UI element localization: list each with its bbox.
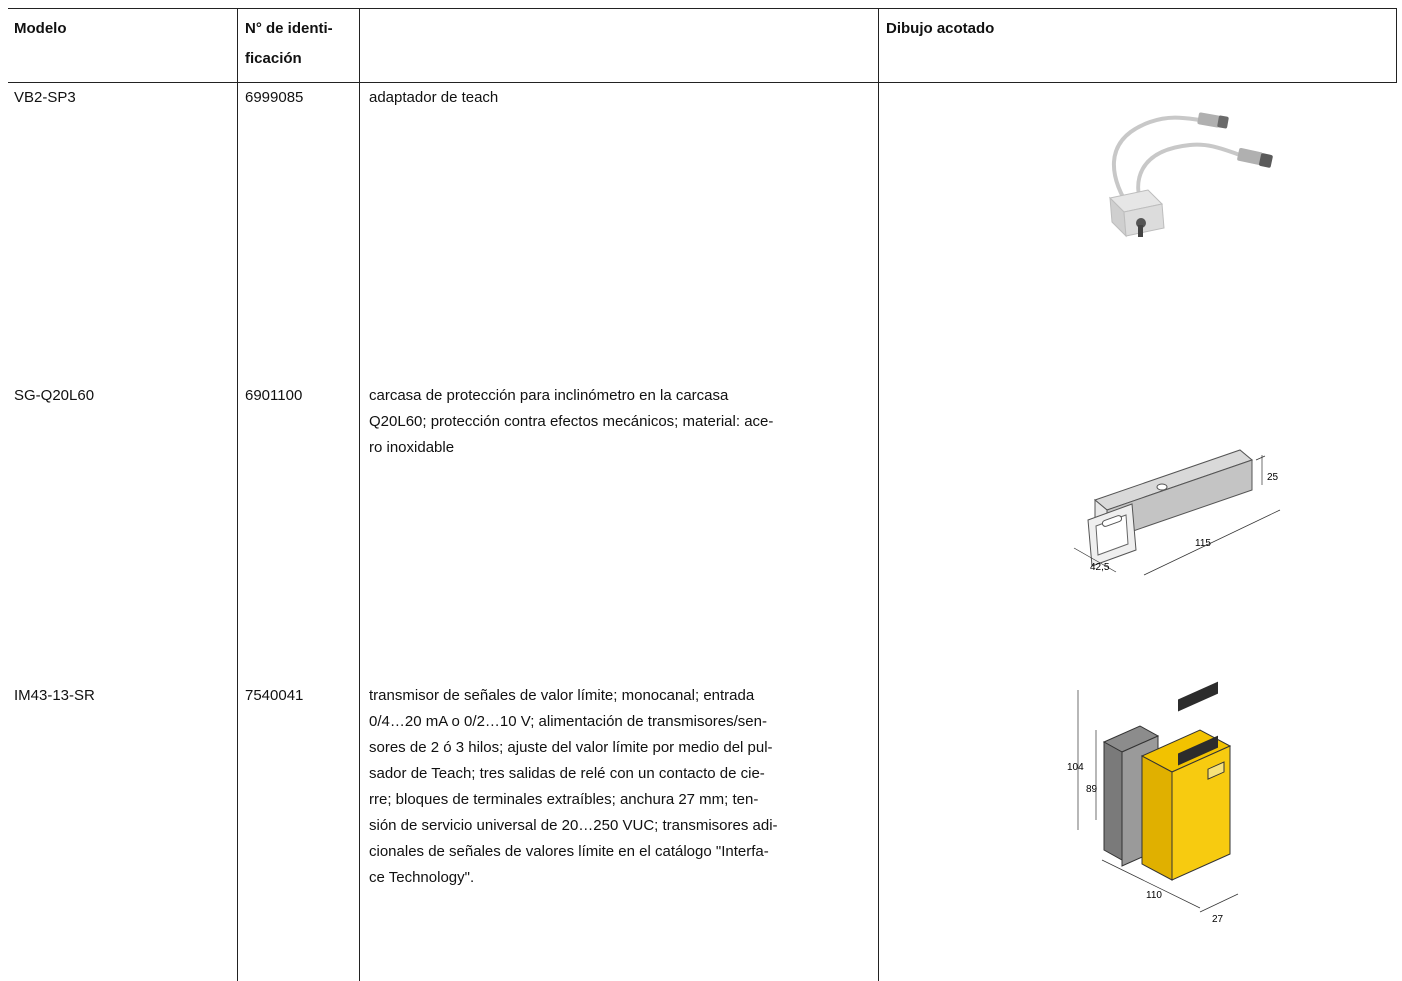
description-line: sador de Teach; tres salidas de relé con…: [369, 765, 765, 782]
row-model: VB2-SP3: [14, 89, 76, 106]
row-model: SG-Q20L60: [14, 387, 95, 404]
header-divider: [359, 8, 360, 83]
header-drawing: Dibujo acotado: [886, 20, 995, 37]
dim-depth: 110: [1146, 890, 1162, 901]
column-divider: [237, 83, 238, 981]
description-line: adaptador de teach: [369, 89, 499, 106]
dim-width: 42,5: [1090, 562, 1110, 573]
header-id-line1: N° de identi-: [245, 20, 333, 37]
description-line: 0/4…20 mA o 0/2…10 V; alimentación de tr…: [369, 713, 767, 730]
dim-height: 25: [1267, 472, 1279, 483]
description-line: cionales de señales de valores límite en…: [369, 843, 769, 860]
header-divider: [1396, 8, 1397, 83]
column-divider: [359, 83, 360, 981]
row-description: adaptador de teach: [369, 85, 869, 111]
row-description: transmisor de señales de valor límite; m…: [369, 683, 869, 891]
protective-housing-drawing: 25 115 42,5: [1073, 449, 1281, 576]
column-divider: [878, 83, 879, 981]
header-divider: [878, 8, 879, 83]
header-top-rule: [8, 8, 1397, 9]
transmitter-drawing: 104 89 110 27: [1067, 681, 1239, 925]
description-line: transmisor de señales de valor límite; m…: [369, 687, 755, 704]
header-id-line2: ficación: [245, 50, 302, 67]
description-line: sores de 2 ó 3 hilos; ajuste del valor l…: [369, 739, 773, 756]
teach-adapter-image: [1108, 112, 1273, 238]
row-id: 7540041: [245, 687, 304, 704]
row-id: 6901100: [245, 387, 303, 404]
header-divider: [237, 8, 238, 83]
row-model: IM43-13-SR: [14, 687, 95, 704]
description-line: ce Technology".: [369, 869, 475, 886]
header-model: Modelo: [14, 20, 67, 37]
dim-length: 115: [1195, 538, 1211, 549]
row-id: 6999085: [245, 89, 304, 106]
description-line: Q20L60; protección contra efectos mecáni…: [369, 413, 774, 430]
dim-width: 27: [1212, 914, 1224, 925]
description-line: ro inoxidable: [369, 439, 455, 456]
header-id: N° de identi- ficación: [245, 14, 333, 74]
description-line: carcasa de protección para inclinómetro …: [369, 387, 729, 404]
description-line: sión de servicio universal de 20…250 VUC…: [369, 817, 778, 834]
dim-inner-height: 89: [1086, 784, 1098, 795]
row-description: carcasa de protección para inclinómetro …: [369, 383, 869, 461]
description-line: rre; bloques de terminales extraíbles; a…: [369, 791, 759, 808]
dim-height: 104: [1067, 762, 1084, 773]
header-bottom-rule: [8, 82, 1397, 83]
